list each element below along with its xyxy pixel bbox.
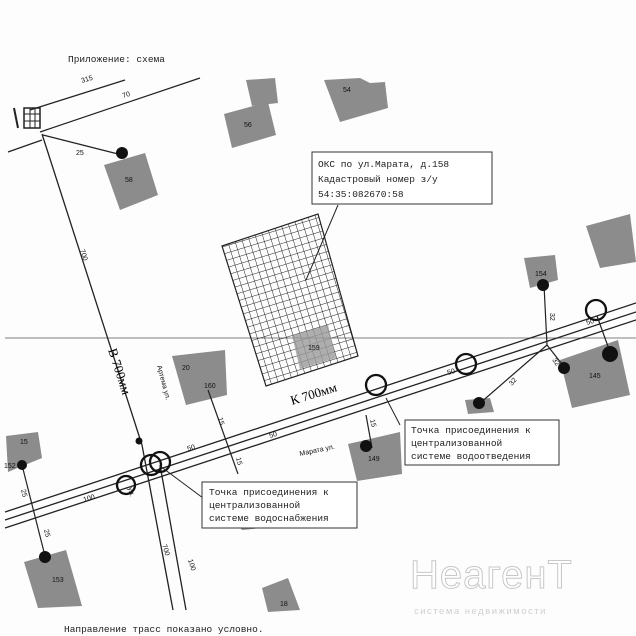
land-parcel-hatched	[221, 213, 359, 387]
dimension-label: 50	[187, 444, 197, 453]
building-number: 159	[308, 345, 320, 352]
building-153	[24, 550, 82, 608]
svg-text:централизованной: централизованной	[209, 500, 300, 511]
connection-line-58	[42, 134, 123, 156]
svg-text:централизованной: централизованной	[411, 438, 502, 449]
network-line-315	[29, 79, 126, 111]
service-connections	[21, 284, 611, 557]
street-label-artema: Артема ул.	[155, 365, 171, 401]
callout-object: ОКС по ул.Марата, д.158 Кадастровый номе…	[311, 151, 493, 205]
well-icon	[13, 107, 41, 129]
dimension-label: 700	[160, 543, 170, 556]
street-label: ул.	[126, 487, 135, 498]
building-number: 160	[204, 383, 216, 390]
well-circle	[454, 352, 478, 376]
building-number: 154	[535, 271, 547, 278]
building-number: 20	[182, 365, 190, 372]
building-number: 145	[589, 373, 601, 380]
dimension-label: 15	[216, 417, 225, 426]
svg-text:Точка присоединения к: Точка присоединения к	[209, 487, 329, 498]
connection-points	[17, 147, 618, 563]
svg-text:ОКС по ул.Марата, д.158: ОКС по ул.Марата, д.158	[318, 159, 449, 170]
dimension-label: 50	[586, 318, 596, 327]
callout-sewer-connection: Точка присоединения к централизованной с…	[404, 419, 560, 466]
building	[246, 78, 278, 106]
well-circle	[148, 450, 172, 474]
well-circle	[115, 474, 137, 496]
svg-text:Кадастровый номер з/у: Кадастровый номер з/у	[318, 174, 438, 185]
building-number: 152	[4, 463, 16, 470]
water-main-line	[41, 133, 143, 446]
dimension-label: 32	[550, 357, 560, 367]
building-152	[6, 432, 42, 472]
building-east	[586, 214, 636, 268]
dimension-label: 25	[76, 150, 84, 157]
watermark-logo: НеагенТ система недвижимости	[410, 553, 573, 618]
network-line-left	[7, 139, 43, 153]
svg-text:система недвижимости: система недвижимости	[414, 606, 547, 617]
network-line-70	[39, 77, 201, 133]
svg-text:системе водоснабжения: системе водоснабжения	[209, 513, 329, 524]
building-58	[104, 153, 158, 210]
dimension-label: 32	[548, 313, 555, 321]
water-line-100	[159, 464, 187, 611]
well-circle	[364, 373, 388, 397]
callout-leaders	[159, 204, 401, 499]
svg-text:системе водоотведения: системе водоотведения	[411, 451, 531, 462]
dimension-label: 50	[447, 368, 457, 377]
dimension-label: 15	[368, 419, 377, 428]
well-circle	[584, 298, 608, 322]
dimension-label: 700	[78, 248, 88, 261]
svg-text:Точка присоединения к: Точка присоединения к	[411, 425, 531, 436]
svg-text:НеагенТ: НеагенТ	[410, 553, 573, 597]
dimension-label: 100	[83, 494, 96, 504]
building-number: 15	[20, 439, 28, 446]
sewer-main-lines	[4, 302, 636, 529]
street-label-marata: Марата ул.	[299, 444, 336, 458]
connection-wells	[115, 298, 608, 496]
building-number: 58	[125, 177, 133, 184]
building-54	[324, 78, 388, 122]
building-160	[172, 350, 227, 405]
building-56	[224, 102, 276, 148]
dimension-label: 15	[234, 457, 243, 466]
well-circle	[139, 453, 163, 477]
building-number: 54	[343, 87, 351, 94]
junction-dot	[135, 437, 143, 445]
svg-text:54:35:082670:58: 54:35:082670:58	[318, 189, 404, 200]
dimension-label: 100	[186, 558, 196, 571]
building-18	[262, 578, 300, 612]
building-number: 18	[280, 601, 288, 608]
building-number: 56	[244, 122, 252, 129]
building-number: 149	[368, 456, 380, 463]
dimension-label: 32	[508, 377, 518, 388]
page-title: Приложение: схема	[68, 54, 165, 65]
footer-note: Направление трасс показано условно.	[64, 624, 264, 635]
building-154	[524, 255, 558, 288]
dimension-label: 315	[81, 75, 94, 85]
callout-water-connection: Точка присоединения к централизованной с…	[201, 481, 358, 529]
dimension-label: 70	[122, 91, 132, 100]
building-159	[292, 325, 336, 369]
dimension-label: 50	[269, 431, 279, 440]
building-number: 153	[52, 577, 64, 584]
water-main-label: В 700мм	[105, 346, 134, 396]
dimension-label: 25	[42, 529, 51, 538]
dimension-label: 25	[19, 489, 28, 498]
